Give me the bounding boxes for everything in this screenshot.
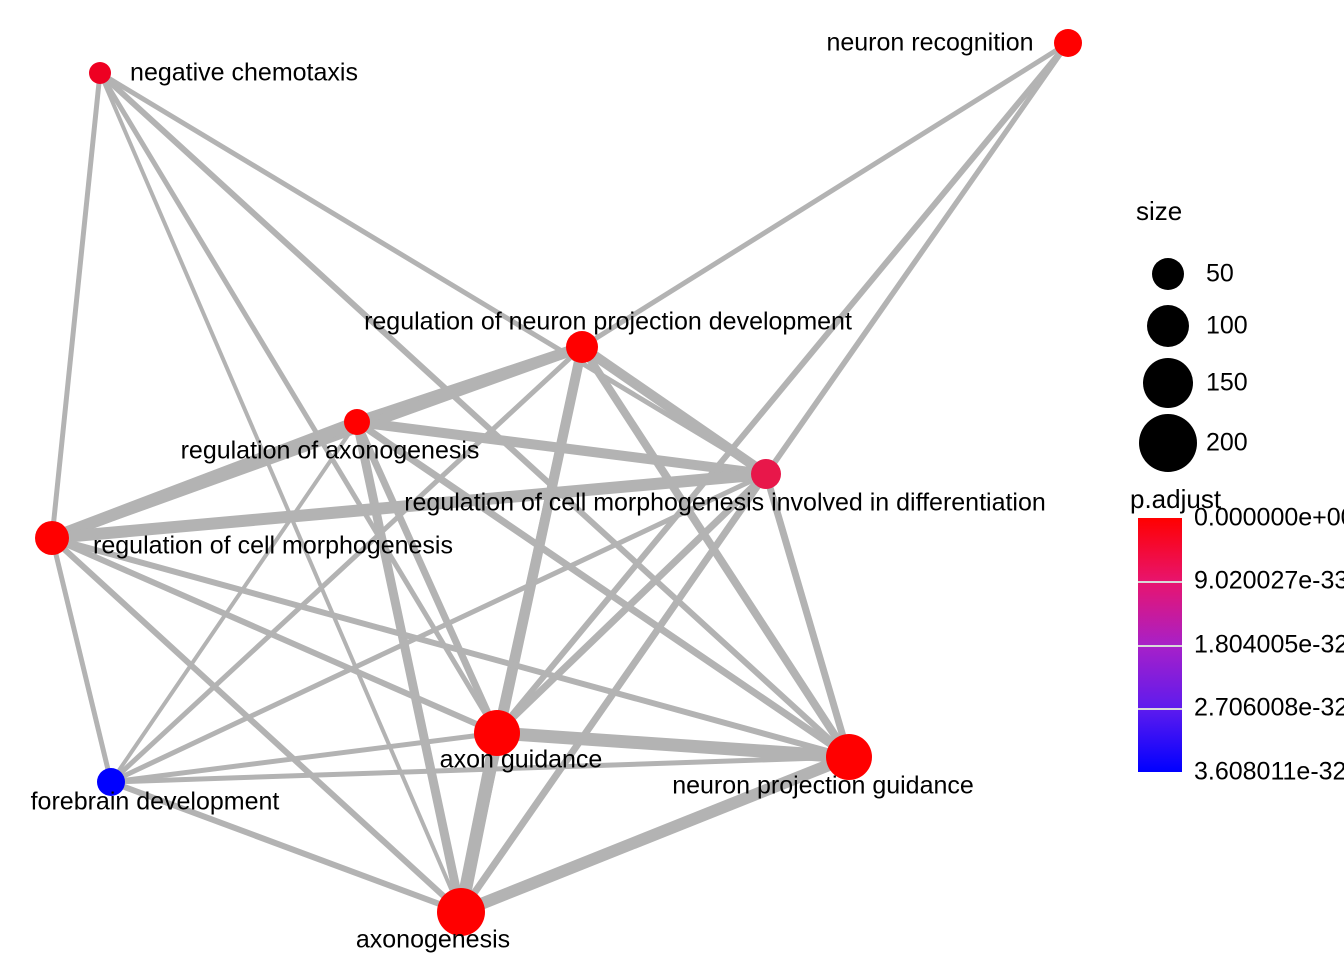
network-edge: [496, 726, 850, 764]
network-node[interactable]: [751, 459, 781, 489]
padjust-tick-label: 0.000000e+00: [1194, 503, 1344, 532]
network-edge: [110, 754, 850, 785]
network-edge: [454, 731, 504, 914]
network-edge: [458, 471, 769, 915]
network-edge: [580, 40, 1070, 350]
network-node[interactable]: [35, 521, 69, 555]
network-edge: [355, 419, 851, 760]
network-edge: [458, 751, 852, 918]
network-edge: [109, 471, 768, 785]
network-edge: [98, 72, 463, 913]
padjust-tick-label: 3.608011e-32: [1194, 757, 1344, 786]
size-legend-label: 100: [1206, 311, 1248, 340]
edges-layer: [49, 40, 1071, 918]
network-edge: [110, 730, 498, 785]
network-edge: [352, 421, 466, 913]
size-legend-dot: [1139, 414, 1197, 472]
network-edge: [50, 535, 499, 736]
padjust-tick-label: 9.020027e-33: [1194, 566, 1344, 595]
size-legend-dot: [1152, 258, 1184, 290]
network-node[interactable]: [97, 768, 125, 796]
size-legend-label: 150: [1206, 368, 1248, 397]
network-node[interactable]: [826, 734, 872, 780]
padjust-tick-mark: [1138, 645, 1182, 647]
padjust-tick-label: 1.804005e-32: [1194, 630, 1344, 659]
network-node[interactable]: [1054, 29, 1082, 57]
network-edge: [109, 345, 584, 784]
padjust-tick-label: 2.706008e-32: [1194, 693, 1344, 722]
network-node[interactable]: [344, 409, 370, 435]
network-edge: [98, 70, 768, 477]
size-legend-dot: [1147, 305, 1189, 347]
legend: size 50 100 150 200 p.adjust 0.000000e+00 9.…: [1128, 196, 1344, 796]
size-legend-label: 200: [1206, 428, 1248, 457]
size-legend-dot: [1143, 358, 1193, 408]
network-node[interactable]: [89, 62, 111, 84]
size-legend-title: size: [1136, 196, 1183, 226]
network-edge: [109, 420, 359, 784]
network-edge: [51, 535, 850, 760]
network-edge: [579, 342, 769, 479]
padjust-legend-title: p.adjust: [1130, 484, 1222, 514]
network-edge: [494, 41, 1071, 735]
network-node[interactable]: [566, 331, 598, 363]
network-edge: [97, 71, 500, 735]
network-edge: [49, 72, 103, 539]
network-edge: [353, 420, 501, 735]
network-edge: [356, 417, 767, 479]
network-edge: [762, 473, 853, 758]
network-node[interactable]: [437, 888, 485, 936]
network-edge: [49, 537, 114, 783]
nodes-layer: [35, 29, 1082, 936]
network-edge: [49, 535, 464, 915]
size-legend-label: 50: [1206, 259, 1234, 288]
padjust-tick-mark: [1138, 581, 1182, 583]
network-edge: [494, 471, 769, 736]
network-edge: [97, 70, 852, 760]
network-node[interactable]: [474, 710, 520, 756]
network-edge: [49, 416, 360, 544]
network-edge: [51, 468, 767, 544]
padjust-tick-mark: [1138, 708, 1182, 710]
network-edge: [109, 779, 463, 915]
